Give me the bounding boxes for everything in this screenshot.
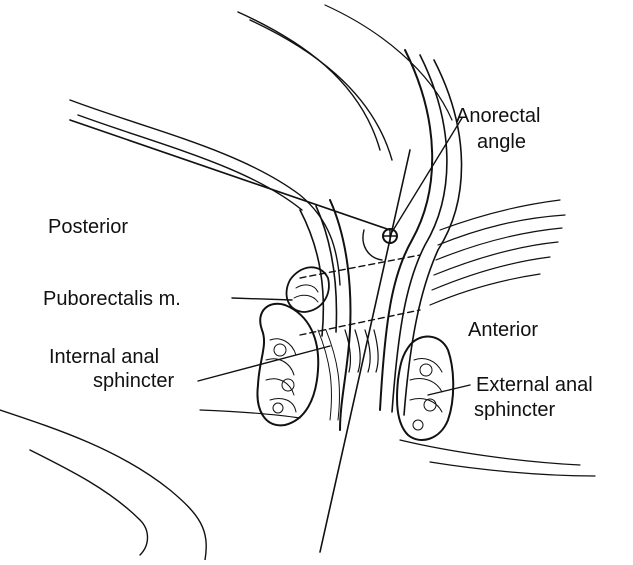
- external-sphincter-posterior: [257, 304, 318, 426]
- internal-sphincter-folds: [318, 330, 378, 420]
- anorectal-angle-label-line1: Anorectal: [456, 104, 541, 128]
- posterior-label: Posterior: [48, 215, 128, 239]
- rectum-walls: [300, 50, 462, 430]
- anterior-label: Anterior: [468, 318, 538, 342]
- anorectal-angle-marker: [70, 120, 420, 552]
- external-sphincter-label-line1: External anal: [476, 373, 593, 397]
- anorectal-angle-label-line2: angle: [477, 130, 526, 154]
- external-sphincter-label-line2: sphincter: [474, 398, 555, 422]
- body-contours: [0, 5, 595, 560]
- levator-fibers: [430, 200, 565, 305]
- external-sphincter-anterior: [397, 337, 453, 440]
- internal-sphincter-label-line2: sphincter: [93, 369, 174, 393]
- internal-sphincter-label-line1: Internal anal: [49, 345, 159, 369]
- puborectalis-label: Puborectalis m.: [43, 287, 181, 311]
